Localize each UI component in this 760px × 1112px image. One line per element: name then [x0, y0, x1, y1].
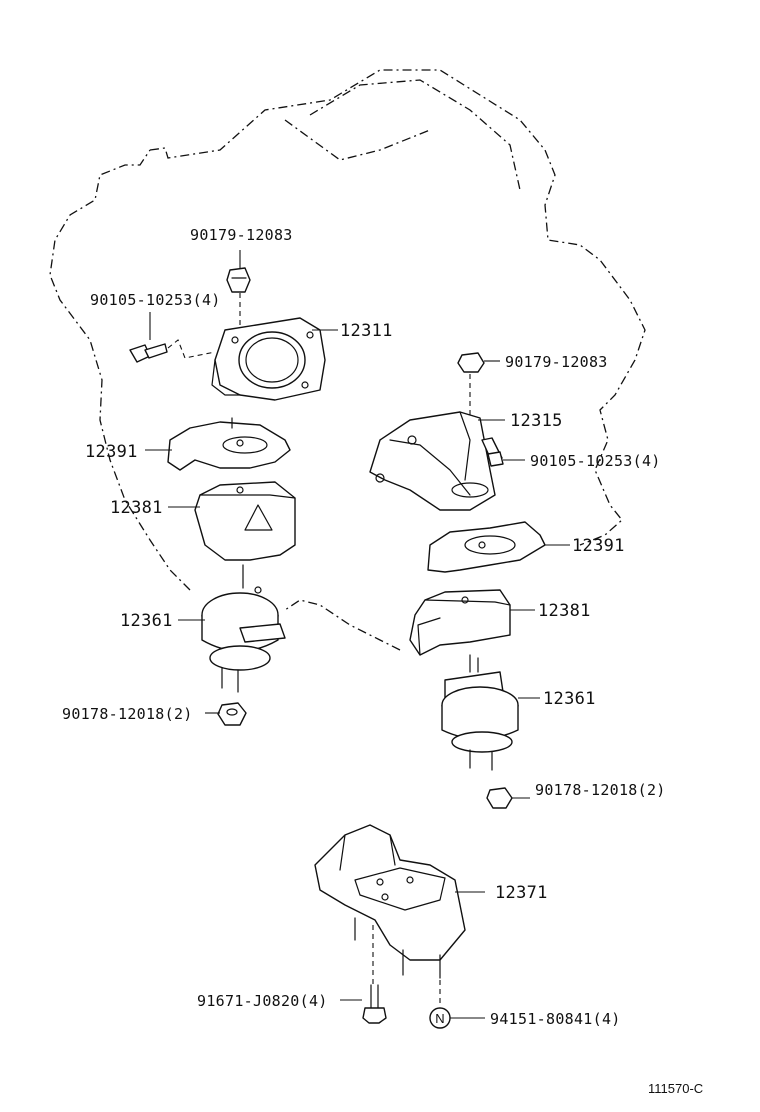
insulator-right-12391 — [427, 521, 546, 573]
engine-inner-outline — [284, 79, 521, 191]
insulator-left-12391 — [167, 417, 291, 471]
label-mount-left: 12361 — [120, 611, 173, 631]
label-bracket-right: 12315 — [510, 411, 563, 431]
label-insulator-left: 12391 — [85, 442, 138, 462]
label-nut-top-left: 90179-12083 — [190, 226, 293, 244]
label-stopper-left: 12381 — [110, 498, 163, 518]
nut-bottom: N — [429, 1007, 451, 1029]
label-nut-bottom-left: 90178-12018(2) — [62, 705, 193, 723]
label-stopper-right: 12381 — [538, 601, 591, 621]
nut-right — [457, 352, 485, 373]
bolt-bottom — [362, 984, 387, 1024]
engine-mount-right-12361 — [441, 654, 519, 771]
label-nut-bottom: 94151-80841(4) — [490, 1010, 621, 1028]
label-bracket-left: 12311 — [340, 321, 393, 341]
label-bolt-bottom: 91671-J0820(4) — [197, 992, 328, 1010]
nut-top-left — [226, 267, 251, 293]
label-nut-right: 90179-12083 — [505, 353, 608, 371]
engine-bracket-12311 — [211, 317, 326, 401]
nut-marker-label: N — [435, 1011, 444, 1026]
nut-bottom-right — [486, 787, 513, 809]
leader-bolt-left-dash — [167, 339, 216, 359]
label-bolt-right: 90105-10253(4) — [530, 452, 661, 470]
engine-mount-left-12361 — [201, 564, 286, 693]
rear-mount-12371 — [314, 824, 466, 979]
label-insulator-right: 12391 — [572, 536, 625, 556]
stopper-right-12381 — [409, 589, 511, 656]
bolt-right — [481, 437, 504, 467]
label-mount-right: 12361 — [543, 689, 596, 709]
engine-outline — [49, 69, 646, 651]
stopper-left-12381 — [194, 481, 296, 561]
drawing-number: 111570-C — [648, 1081, 703, 1096]
label-rear-mount: 12371 — [495, 883, 548, 903]
label-bolt-left: 90105-10253(4) — [90, 291, 221, 309]
engine-bracket-12315 — [369, 411, 496, 511]
nut-bottom-left — [217, 702, 247, 726]
label-nut-bottom-right: 90178-12018(2) — [535, 781, 666, 799]
bolt-left — [129, 343, 168, 363]
